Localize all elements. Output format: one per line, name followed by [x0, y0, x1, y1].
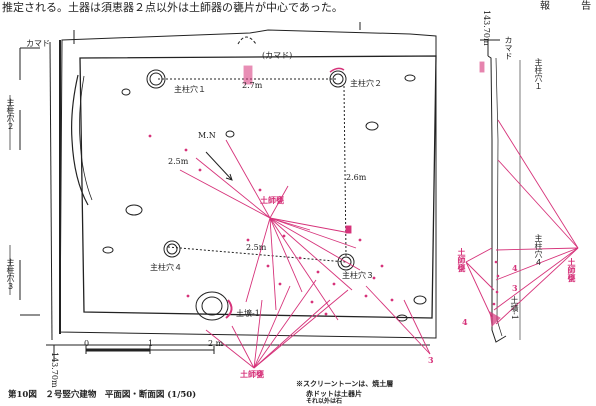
label-kamado-top: (カマド) — [262, 51, 293, 60]
kamado — [237, 36, 257, 45]
label-pot-center: 土師甕 — [260, 195, 284, 205]
page-corner-label: 報 告 — [540, 1, 591, 12]
section-leader-lines — [465, 119, 579, 325]
legend-line-1: ※スクリーントーンは、焼土層 — [296, 379, 394, 388]
section-ref-4: 4 — [512, 263, 518, 273]
section-profile — [487, 55, 507, 343]
pit-outline-inner — [79, 55, 437, 319]
post-hole-1 — [146, 69, 166, 89]
label-post-hole-1: 主柱穴１ — [174, 85, 206, 94]
legend-line-2: 赤ドットは土器片 — [306, 389, 362, 398]
section-ref-3: 3 — [512, 283, 518, 293]
scale-one: 1 — [148, 339, 154, 348]
section-pot-left: 土師甕 — [457, 248, 467, 272]
pot-leader-lines-bottom — [205, 279, 349, 369]
scale-two: 2 m — [208, 339, 224, 348]
label-section-post-3: 主柱穴３ — [6, 258, 15, 290]
section-kamado: カマド — [504, 36, 513, 60]
label-elevation-bottom: 143.70m — [50, 352, 59, 388]
label-post-hole-4: 主柱穴４ — [150, 263, 182, 272]
label-pit-1: 土壙-1 — [236, 309, 260, 318]
section-pit-1: 土壙-1 — [510, 296, 519, 320]
scale-zero: 0 — [84, 339, 90, 348]
pit-outline-outer — [59, 29, 437, 339]
dimension-bottom: 2.5m — [246, 243, 267, 252]
intro-text: 推定される。土器は須恵器２点以外は土師器の甕片が中心であった。 — [2, 1, 343, 14]
section-post-1: 主柱穴１ — [534, 58, 543, 90]
north-label: M.N — [198, 131, 216, 140]
ref-3-plan: 3 — [428, 355, 434, 365]
pit-1 — [195, 291, 229, 321]
section-pot-right: 土師甕 — [567, 258, 577, 282]
label-section-post-2: 主柱穴２ — [6, 98, 15, 130]
pot-leader-lines-center — [179, 139, 361, 321]
label-kamado-left: カマド — [26, 39, 50, 48]
dimension-left: 2.5m — [168, 157, 189, 166]
post-hole-3 — [337, 253, 355, 271]
north-arrow — [205, 151, 233, 181]
dimension-top: 2.7m — [242, 81, 263, 90]
section-elevation-top: 143.70m — [482, 10, 491, 46]
legend-line-3: それ以外は石 — [306, 398, 343, 405]
label-post-hole-3: 主柱穴３ — [342, 271, 374, 280]
ref-4-plan: 4 — [462, 317, 468, 327]
post-hole-2 — [329, 70, 347, 88]
section-post-4: 主柱穴４ — [534, 234, 543, 266]
label-post-hole-2: 主柱穴２ — [350, 79, 382, 88]
dimension-right: 2.6m — [346, 173, 367, 182]
figure-caption: 第10図 ２号竪穴建物 平面図・断面図 (1/50) — [8, 390, 197, 400]
post-hole-4 — [163, 240, 181, 258]
label-pot-bottom: 土師甕 — [240, 369, 264, 379]
